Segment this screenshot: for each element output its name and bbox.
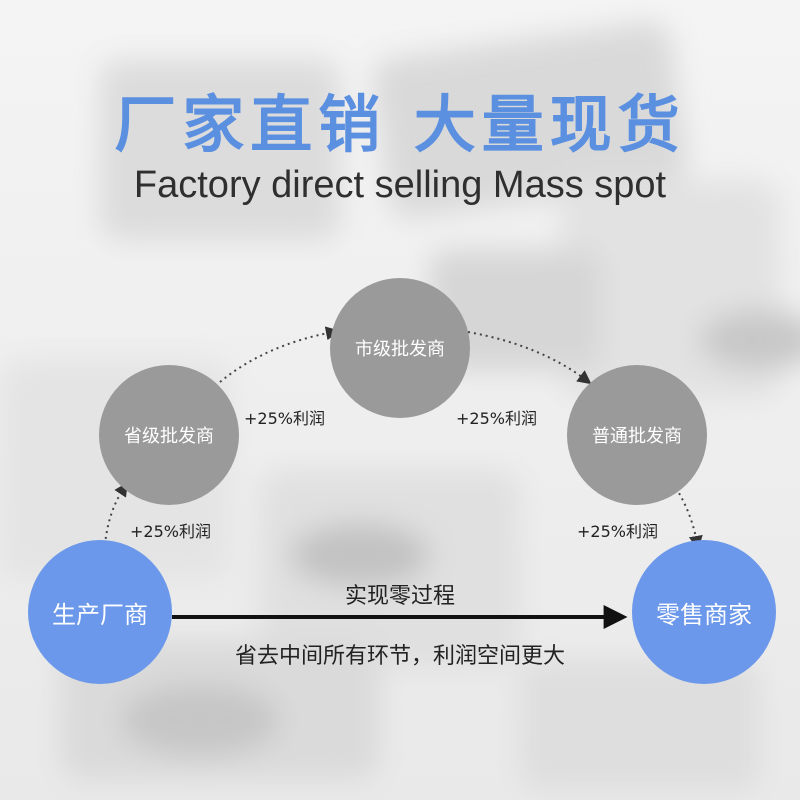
profit-label-1: +25%利润 [244,409,325,428]
arrow-manufacturer-to-provincial [104,482,128,546]
node-retailer: 零售商家 [632,540,776,684]
headline-chinese: 厂家直销 大量现货 [114,88,686,161]
node-manufacturer: 生产厂商 [28,540,172,684]
arrow-ordinary-to-retailer [675,487,703,550]
arrow-provincial-to-city [219,326,340,383]
profit-label-3: +25%利润 [130,522,211,541]
node-city-wholesaler: 市级批发商 [330,278,470,418]
arrow-city-to-ordinary [467,331,592,385]
profit-label-2: +25%利润 [456,409,537,428]
process-label: 实现零过程 [344,584,455,609]
headline-english: Factory direct selling Mass spot [133,164,667,206]
profit-label-4: +25%利润 [577,522,658,541]
process-description: 省去中间所有环节，利润空间更大 [234,644,565,669]
node-ordinary-wholesaler: 普通批发商 [567,365,707,505]
node-provincial-wholesaler: 省级批发商 [99,365,239,505]
